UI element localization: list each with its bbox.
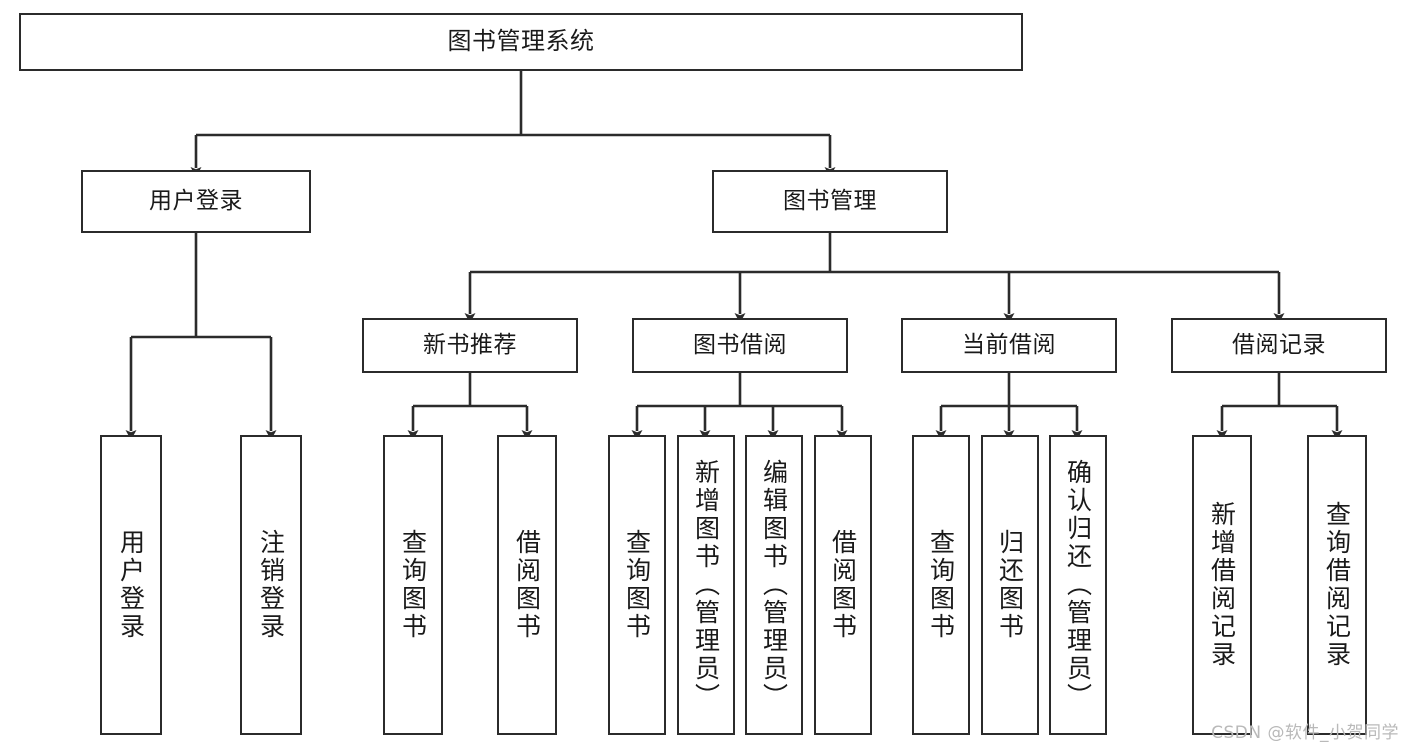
- leaf-confirm-return[interactable]: 确认归还（管理员）: [1049, 435, 1107, 735]
- leaf-query-borrow-record[interactable]: 查询借阅记录: [1307, 435, 1367, 735]
- node-label: 查询图书: [622, 529, 652, 641]
- leaf-borrow-book[interactable]: 借阅图书: [814, 435, 872, 735]
- node-label: 查询图书: [398, 529, 428, 641]
- leaf-query-book-borrow[interactable]: 查询图书: [608, 435, 666, 735]
- node-label: 借阅图书: [512, 529, 542, 641]
- node-label: 当前借阅: [962, 332, 1056, 359]
- node-user-login[interactable]: 用户登录: [81, 170, 311, 233]
- node-label: 借阅图书: [828, 529, 858, 641]
- node-root-system[interactable]: 图书管理系统: [19, 13, 1023, 71]
- node-label: 图书管理系统: [447, 27, 595, 56]
- node-label: 图书管理: [783, 188, 877, 215]
- node-label: 查询图书: [926, 529, 956, 641]
- node-label: 新增图书（管理员）: [691, 459, 721, 711]
- node-label: 确认归还（管理员）: [1063, 459, 1093, 711]
- leaf-edit-book[interactable]: 编辑图书（管理员）: [745, 435, 803, 735]
- node-label: 用户登录: [116, 529, 146, 641]
- node-label: 用户登录: [149, 188, 243, 215]
- leaf-user-login[interactable]: 用户登录: [100, 435, 162, 735]
- leaf-query-book-current[interactable]: 查询图书: [912, 435, 970, 735]
- node-new-book-recommend[interactable]: 新书推荐: [362, 318, 578, 373]
- node-label: 编辑图书（管理员）: [759, 459, 789, 711]
- node-label: 图书借阅: [693, 332, 787, 359]
- leaf-add-borrow-record[interactable]: 新增借阅记录: [1192, 435, 1252, 735]
- node-book-borrow[interactable]: 图书借阅: [632, 318, 848, 373]
- leaf-add-book[interactable]: 新增图书（管理员）: [677, 435, 735, 735]
- node-book-management[interactable]: 图书管理: [712, 170, 948, 233]
- node-label: 注销登录: [256, 529, 286, 641]
- node-label: 查询借阅记录: [1322, 501, 1352, 669]
- leaf-query-book-recommend[interactable]: 查询图书: [383, 435, 443, 735]
- leaf-logout-login[interactable]: 注销登录: [240, 435, 302, 735]
- node-current-borrow[interactable]: 当前借阅: [901, 318, 1117, 373]
- node-borrow-record[interactable]: 借阅记录: [1171, 318, 1387, 373]
- node-label: 借阅记录: [1232, 332, 1326, 359]
- leaf-return-book[interactable]: 归还图书: [981, 435, 1039, 735]
- node-label: 新增借阅记录: [1207, 501, 1237, 669]
- node-label: 归还图书: [995, 529, 1025, 641]
- leaf-borrow-book-recommend[interactable]: 借阅图书: [497, 435, 557, 735]
- node-label: 新书推荐: [423, 332, 517, 359]
